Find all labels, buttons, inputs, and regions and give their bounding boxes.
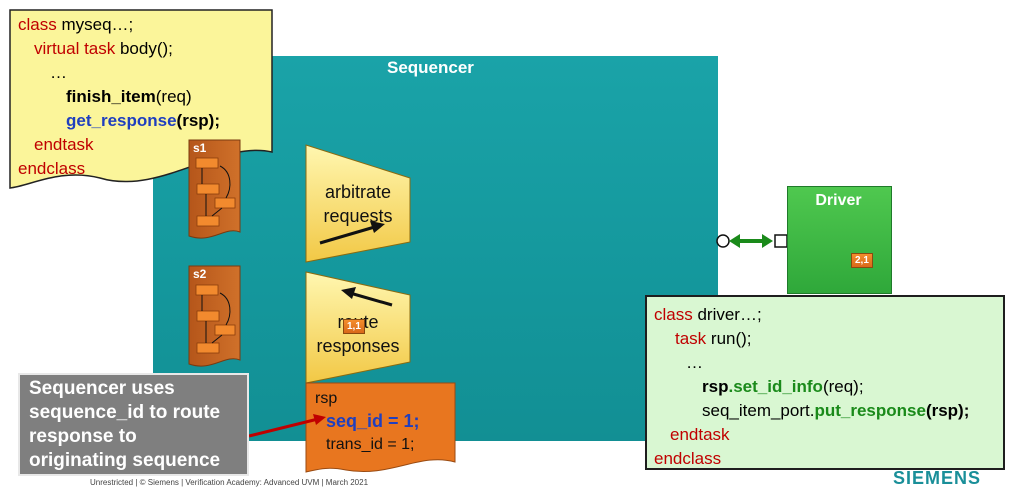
code-fn: finish_item: [66, 87, 156, 106]
callout-line3: response to: [29, 426, 137, 447]
code-kw: endtask: [670, 425, 730, 444]
code-fn-highlight: get_response: [66, 111, 177, 130]
callout-arrow: [248, 417, 319, 438]
sequence-s1-items: [195, 157, 236, 227]
code-text: body();: [115, 39, 173, 58]
code-kw: virtual task: [34, 39, 116, 58]
driver-id-tag: 2,1: [851, 253, 873, 268]
callout-box: Sequencer uses sequence_id to route resp…: [18, 373, 249, 476]
driver-port-icon: [774, 234, 788, 248]
callout-arrowhead-icon: [313, 414, 326, 425]
sequence-s2-items: [195, 284, 236, 354]
code-arg: (rsp);: [176, 111, 220, 130]
code-text: (req): [155, 87, 192, 106]
code-text: myseq…;: [56, 15, 134, 34]
code-kw: task: [675, 329, 707, 348]
router-label-line2: responses: [316, 336, 400, 356]
code-fn: .set_id_info: [728, 377, 823, 396]
sequence-s2-label: s2: [193, 267, 207, 281]
driver-block: [787, 186, 892, 294]
code-kw: endtask: [34, 135, 94, 154]
code-kw: endclass: [654, 449, 722, 468]
arbiter-arrow-icon: [370, 221, 385, 233]
sequence-s1-label: s1: [193, 141, 207, 155]
export-port-icon: [716, 234, 730, 248]
arbiter-label-line2: requests: [323, 206, 393, 226]
code-kw: class: [654, 305, 693, 324]
rsp-item: [305, 382, 456, 473]
driver-code: class driver…; task run(); … rsp.set_id_…: [654, 303, 969, 471]
sequencer-title: Sequencer: [387, 58, 474, 77]
code-text: (req);: [822, 377, 864, 396]
siemens-logo: SIEMENS: [893, 468, 982, 488]
code-ellipsis: …: [50, 63, 67, 82]
code-fn: put_response: [814, 401, 926, 420]
router-arrow-icon: [341, 287, 356, 299]
rsp-title: rsp: [315, 390, 338, 407]
callout-line1: Sequencer uses: [29, 378, 175, 399]
router-id-tag: 1,1: [343, 319, 365, 334]
arbiter-label: arbitrate requests: [306, 180, 410, 228]
footer-text: Unrestricted | © Siemens | Verification …: [90, 478, 369, 487]
rsp-seq-id: seq_id = 1;: [326, 411, 420, 431]
router-label: route responses: [306, 310, 410, 358]
arbiter-label-line1: arbitrate: [324, 182, 392, 202]
arbiter-funnel: [305, 144, 411, 263]
sequence-code: class myseq…; virtual task body(); … fin…: [18, 13, 220, 181]
code-text: driver…;: [692, 305, 762, 324]
code-text: seq_item_port.: [702, 401, 815, 420]
code-arg: (rsp);: [925, 401, 970, 420]
driver-title: Driver: [815, 192, 862, 209]
code-text: run();: [706, 329, 752, 348]
callout-line4: originating sequence: [29, 450, 221, 471]
callout-line2: sequence_id to route: [29, 402, 221, 423]
code-obj: rsp: [702, 377, 729, 396]
code-kw: class: [18, 15, 57, 34]
code-kw: endclass: [18, 159, 86, 178]
rsp-trans-id: trans_id = 1;: [326, 436, 415, 453]
driver-code-box: [645, 295, 1005, 470]
code-ellipsis: …: [686, 353, 703, 372]
